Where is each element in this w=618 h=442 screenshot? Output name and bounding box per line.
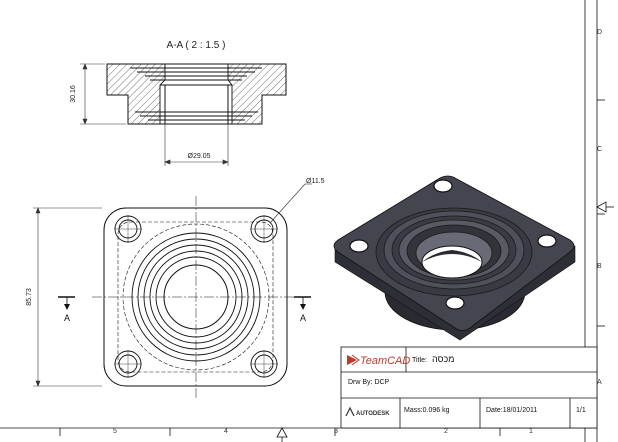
section-marker-right-label: A [300, 313, 306, 323]
teamcad-logo: TeamCAD [347, 354, 410, 367]
svg-text:AUTODESK: AUTODESK [356, 411, 390, 417]
dim-hole-leader [269, 183, 312, 224]
section-marker-left-label: A [64, 313, 70, 323]
mass-value: Mass:0.096 kg [404, 407, 450, 414]
drawn-by: Drw By: DCP [348, 379, 390, 386]
title-value: מכסה [432, 354, 454, 364]
dim-bore [164, 124, 229, 166]
zone-col-4: 4 [224, 428, 228, 435]
zone-row-a: A [597, 379, 602, 386]
dim-bore-label: Ø29.05 [188, 153, 211, 160]
zone-col-3: 3 [334, 428, 338, 435]
zone-row-c: C [597, 146, 602, 153]
dim-side [33, 207, 102, 387]
dim-side-label: 85.73 [26, 288, 33, 306]
section-view [106, 63, 287, 125]
front-view [92, 196, 300, 398]
zone-row-b: B [597, 263, 602, 270]
dim-height-section-label: 30.16 [70, 85, 77, 103]
title-block [340, 346, 598, 429]
title-label: Title: [412, 357, 427, 364]
section-title: A-A ( 2 : 1.5 ) [167, 40, 226, 51]
zone-col-5: 5 [113, 428, 117, 435]
zone-row-d: D [597, 29, 602, 36]
date-value: Date:18/01/2011 [486, 407, 537, 414]
dim-height-section [80, 63, 126, 125]
zone-col-1: 1 [529, 428, 533, 435]
isometric-view [333, 175, 576, 341]
sheet-number: 1/1 [576, 407, 586, 414]
section-marker-left [58, 296, 75, 310]
svg-text:TeamCAD: TeamCAD [360, 355, 410, 367]
dim-hole-label: Ø11.5 [306, 178, 325, 185]
section-marker-right [294, 296, 311, 310]
autodesk-logo: AUTODESK [345, 406, 390, 417]
zone-col-2: 2 [444, 428, 448, 435]
